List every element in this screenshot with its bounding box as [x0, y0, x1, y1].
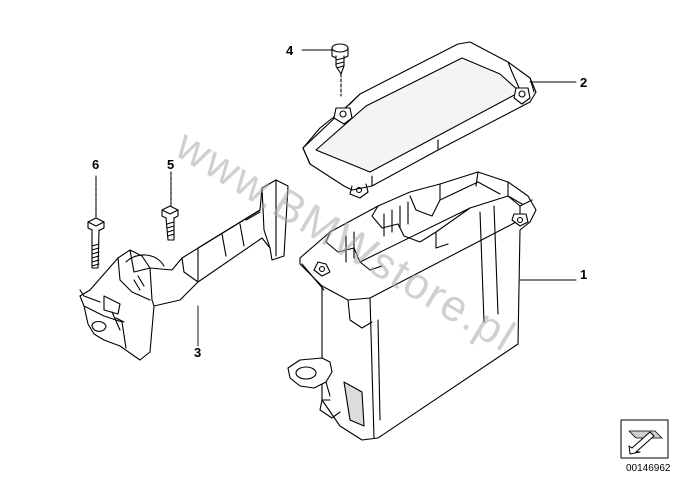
bracket-part	[79, 179, 289, 361]
callout-2: 2	[580, 75, 588, 90]
bolt-5-part	[161, 171, 179, 241]
arrow-stamp-icon	[620, 419, 669, 459]
cover-part	[302, 41, 537, 199]
screw-4-part	[331, 43, 349, 97]
leader-lines	[95, 49, 577, 347]
callout-5: 5	[167, 157, 175, 172]
callout-3: 3	[194, 345, 202, 360]
box-part	[287, 171, 537, 441]
diagram-code: 00146962	[626, 463, 671, 474]
callout-1: 1	[580, 267, 588, 282]
callout-6: 6	[92, 157, 100, 172]
callout-4: 4	[286, 43, 294, 58]
